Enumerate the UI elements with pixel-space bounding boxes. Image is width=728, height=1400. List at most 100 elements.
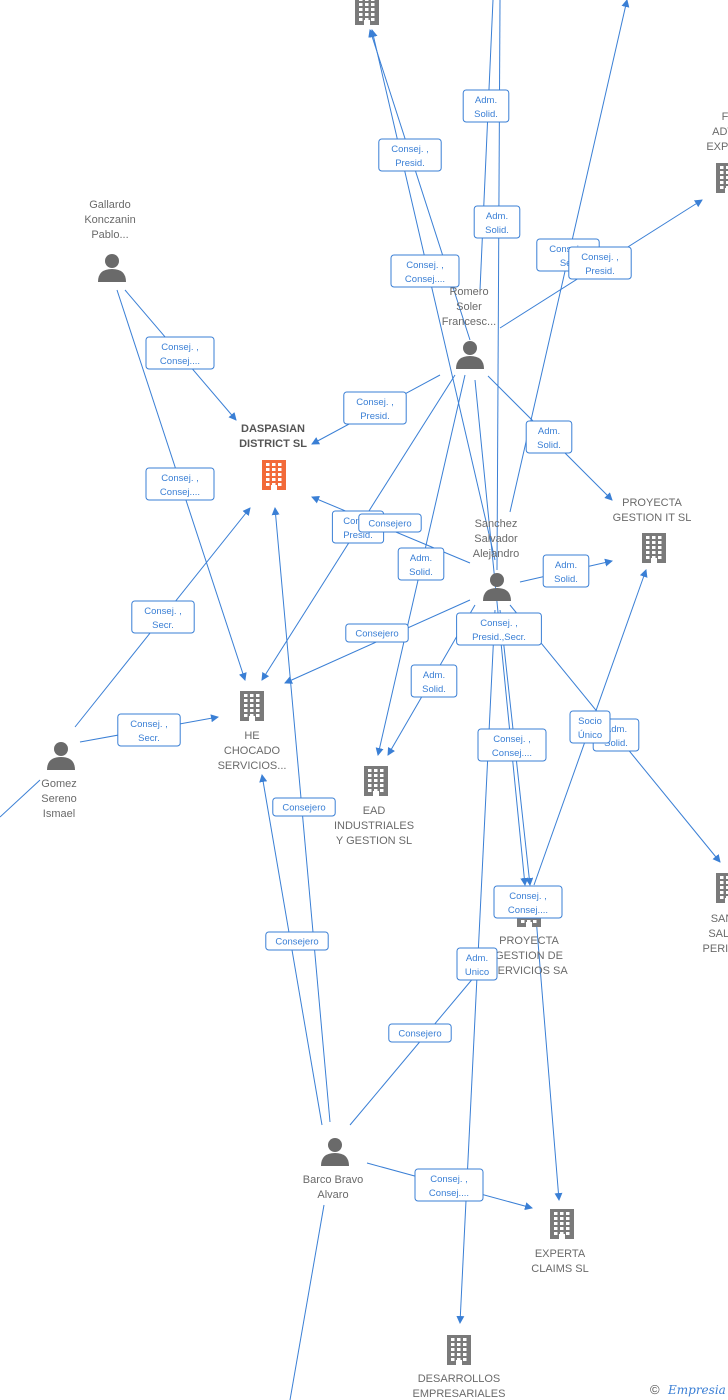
edge-line bbox=[349, 969, 481, 1126]
edge-label-text: Consej. , bbox=[406, 260, 444, 271]
edge-label[interactable]: Consej. ,Consej.... bbox=[414, 1168, 484, 1202]
node-san-sal-perita[interactable]: SANSALVPERITA bbox=[703, 873, 728, 955]
edge-label[interactable]: Consej. ,Presid. bbox=[378, 138, 442, 172]
edge-label-text: Presid. bbox=[585, 266, 615, 277]
edge-label-text: Consej. , bbox=[144, 606, 182, 617]
edge-label[interactable]: Consej. , Presid. bbox=[343, 391, 407, 425]
edge-label-text: Presid. bbox=[343, 530, 373, 541]
edge-label-box bbox=[569, 710, 611, 744]
edge-label-text: Adm. bbox=[423, 670, 445, 681]
person-icon bbox=[456, 341, 484, 369]
node-label: EMPRESARIALES bbox=[413, 1388, 506, 1400]
node-top-company[interactable] bbox=[355, 0, 379, 25]
edge-label-text: Adm. bbox=[410, 553, 432, 564]
company-icon bbox=[642, 533, 666, 563]
node-layer: FADVIEXPERGallardoKonczaninPablo...Romer… bbox=[41, 0, 728, 1400]
edge-label-text: Consej.... bbox=[429, 1188, 469, 1199]
edge-label[interactable]: Adm.Solid. bbox=[525, 420, 573, 454]
edge-line bbox=[368, 29, 471, 341]
edge-label-text: Adm. bbox=[605, 724, 627, 735]
edge-label-text: Socio bbox=[578, 716, 602, 727]
edge-label-text: Solid. bbox=[604, 738, 628, 749]
edge-label-layer: Adm. Solid. Consej. , Presid. Adm. Solid. Cons… bbox=[117, 89, 640, 1202]
edge-label-box bbox=[493, 885, 563, 919]
edge-line bbox=[496, 0, 501, 571]
edge-label-text: Consej.... bbox=[160, 487, 200, 498]
person-icon bbox=[321, 1138, 349, 1166]
edge-label-text: Secr. bbox=[152, 620, 174, 631]
edge-label-text: Adm. bbox=[475, 95, 497, 106]
edge-label[interactable]: Consejero bbox=[272, 797, 336, 817]
edge-label[interactable]: Consej. ,Presid. bbox=[568, 246, 632, 280]
edge-label-text: Solid. bbox=[422, 684, 446, 695]
edge-label-text: Adm. bbox=[486, 211, 508, 222]
node-label: Soler bbox=[456, 301, 482, 313]
edge-label[interactable]: Adm. Solid. bbox=[542, 554, 590, 588]
edge-label[interactable]: Consej. ,Consej.... bbox=[145, 467, 215, 501]
edge-label-text: Consejero bbox=[282, 803, 325, 814]
edge-label[interactable]: Consejero bbox=[358, 513, 422, 533]
node-gallardo[interactable]: GallardoKonczaninPablo... bbox=[84, 199, 136, 282]
edge-label[interactable]: Consej. ,Presid.,Secr. bbox=[456, 612, 542, 646]
edge-label-text: Consejero bbox=[368, 519, 411, 530]
edge-label-text: Sec bbox=[560, 258, 577, 269]
edge-label-box bbox=[145, 336, 215, 370]
node-label: GESTION DE bbox=[495, 950, 563, 962]
edge-label-text: Solid. bbox=[554, 574, 578, 585]
edge-label[interactable]: Consej. ,Consej.... bbox=[390, 254, 460, 288]
node-label: Gallardo bbox=[89, 199, 131, 211]
node-advisor-exper[interactable]: FADVIEXPER bbox=[706, 111, 728, 193]
edge-label-box bbox=[477, 728, 547, 762]
node-he-chocado[interactable]: HECHOCADOSERVICIOS... bbox=[218, 691, 287, 772]
edge-label[interactable]: Consej. , Consej.... bbox=[145, 336, 215, 370]
company-icon bbox=[716, 873, 728, 903]
edge-label[interactable]: Consejero bbox=[388, 1023, 452, 1043]
edge-label-box bbox=[131, 600, 195, 634]
edge-label[interactable]: Adm.Solid. bbox=[462, 89, 510, 123]
edge-label-box bbox=[145, 467, 215, 501]
edge-label[interactable]: Consej. , Secr. bbox=[131, 600, 195, 634]
edge-label[interactable]: Adm.Solid. bbox=[397, 547, 445, 581]
node-label: PERITA bbox=[703, 943, 728, 955]
edge-label-box bbox=[343, 391, 407, 425]
node-label: Alvaro bbox=[317, 1189, 348, 1201]
edge-label-text: Presid. bbox=[360, 411, 390, 422]
edge-label-text: Solid. bbox=[537, 440, 561, 451]
edge-label[interactable]: Consej. ,Secr. bbox=[117, 713, 181, 747]
edge-label[interactable]: Consejero bbox=[265, 931, 329, 951]
node-romero[interactable]: RomeroSolerFrancesc... bbox=[442, 286, 496, 369]
edge-label-text: Consej. , bbox=[161, 342, 199, 353]
company-icon bbox=[355, 0, 379, 25]
node-label: ADVI bbox=[712, 126, 728, 138]
company-icon bbox=[364, 766, 388, 796]
edge-label-text: Adm. bbox=[555, 560, 577, 571]
edge-label-text: Consej bbox=[343, 516, 373, 527]
node-label: Sereno bbox=[41, 793, 76, 805]
edge-label[interactable]: Adm. Solid. bbox=[410, 664, 458, 698]
node-label: F bbox=[722, 111, 728, 123]
footer-brand[interactable]: © Empresia bbox=[650, 1382, 726, 1397]
edge-label-box bbox=[272, 797, 336, 817]
company-icon bbox=[447, 1335, 471, 1365]
edge-label[interactable]: Adm.Solid. bbox=[473, 205, 521, 239]
edge-label[interactable]: Consej. ,Consej.... bbox=[477, 728, 547, 762]
node-label: DISTRICT SL bbox=[239, 438, 307, 450]
edge-label[interactable]: Adm.Unico bbox=[456, 947, 498, 981]
edge-label-text: Consej. , bbox=[356, 397, 394, 408]
edge-label[interactable]: Consejero bbox=[345, 623, 409, 643]
edge-label[interactable]: Consej. ,Consej.... bbox=[493, 885, 563, 919]
edge-label-text: Consej. , bbox=[493, 734, 531, 745]
node-label: Ismael bbox=[43, 808, 75, 820]
edge-label-text: Consej.... bbox=[160, 356, 200, 367]
edge-label-text: Consej. , bbox=[480, 618, 518, 629]
brand-name[interactable]: Empresia bbox=[667, 1383, 726, 1397]
